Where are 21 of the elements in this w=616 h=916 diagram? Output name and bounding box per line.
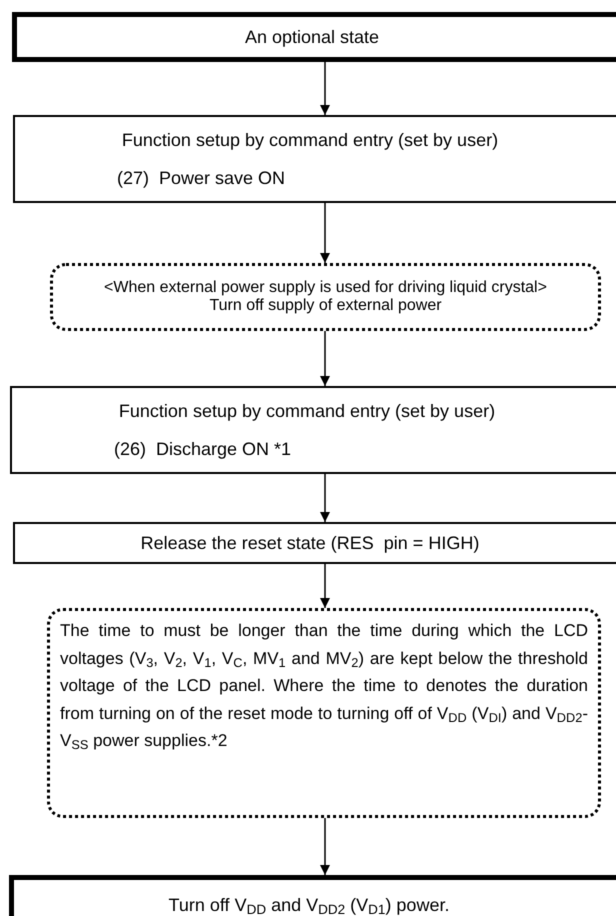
box-text: Release the reset state (RES pin = HIGH) bbox=[140, 532, 480, 555]
arrow bbox=[320, 203, 330, 263]
arrow bbox=[320, 331, 330, 386]
arrow bbox=[320, 564, 330, 608]
box-text: Function setup by command entry (set by user) bbox=[118, 400, 496, 423]
process-box bbox=[10, 386, 616, 474]
box-text: (26) Discharge ON *1 bbox=[113, 438, 292, 461]
process-box bbox=[13, 115, 616, 203]
box-text: Function setup by command entry (set by user) bbox=[120, 129, 500, 152]
arrow bbox=[320, 474, 330, 522]
process-box bbox=[12, 12, 616, 62]
box-text: The time to must be longer than the time during which the LCD voltages (V$_{3}$, V$_{2}$, V$_{1}$, V$_{C}$, MV$_{1}$ and MV$_{2}$) are kept below the threshold voltage of the LCD panel. Where the time to denotes the duration from turning on of the reset mode to turning off of V$_{DD}$ (V$_{DI}$) and V$_{DD2}$-V$_{SS}$ power supplies.*2 bbox=[60, 620, 588, 754]
note-box bbox=[47, 608, 601, 818]
process-box bbox=[13, 522, 616, 564]
box-text: Turn off V$_{DD}$ and V$_{DD2}$ (V$_{D1}$) power. bbox=[168, 894, 450, 916]
arrow bbox=[320, 818, 330, 875]
box-text: <When external power supply is used for driving liquid crystal> bbox=[103, 279, 548, 297]
box-text: (27) Power save ON bbox=[116, 167, 286, 190]
arrow bbox=[320, 62, 330, 115]
box-text: An optional state bbox=[244, 26, 380, 49]
box-text: Turn off supply of external power bbox=[208, 297, 443, 315]
